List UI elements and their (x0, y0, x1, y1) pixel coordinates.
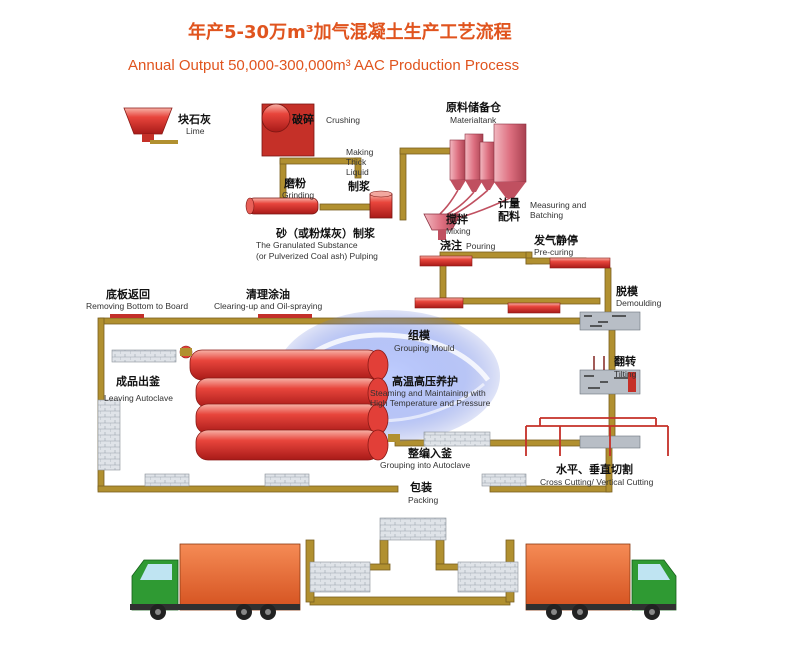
grouping-autoclave-label-cn: 整编入釜 (408, 447, 452, 460)
autoclave-1 (179, 345, 389, 381)
truck-left-icon (130, 543, 301, 620)
steaming-label-en-1: Steaming and Maintaining with (370, 388, 486, 398)
title-en: Annual Output 50,000-300,000m³ AAC Produ… (128, 57, 520, 74)
grinding-label-en: Grinding (282, 190, 315, 200)
mixing-label-en: Mixing (446, 226, 471, 236)
tilting-label-cn: 翻转 (614, 355, 636, 368)
thick-liquid-label-cn: 制浆 (348, 180, 370, 193)
pulping-label-cn: 砂（或粉煤灰）制浆 (276, 227, 375, 240)
demoulding-label-en: Demoulding (616, 298, 662, 308)
crusher-icon (261, 103, 315, 157)
pouring-label-cn: 浇注 (440, 239, 462, 252)
cutting-label-cn: 水平、垂直切割 (556, 463, 633, 476)
grinding-mill-icon (245, 197, 319, 215)
material-tanks-icon (439, 123, 527, 221)
grouping-autoclave-label-en: Grouping into Autoclave (380, 460, 471, 470)
thick-liquid-label-en: Making Thick Liquid (346, 147, 374, 177)
pre-curing-label-en: Pre-curing (534, 247, 574, 257)
packing-label-cn: 包装 (410, 481, 432, 494)
crushing-label-cn: 破碎 (292, 113, 314, 126)
autoclaves (179, 345, 400, 461)
lime-label-cn: 块石灰 (178, 113, 211, 126)
lime-label-en: Lime (186, 126, 205, 136)
mixing-label-cn: 搅拌 (446, 213, 468, 226)
grouping-mould-label-cn: 组模 (408, 329, 430, 342)
crushing-label-en: Crushing (326, 115, 361, 125)
leaving-autoclave-label-cn: 成品出釜 (116, 375, 160, 388)
packing-label-en: Packing (408, 495, 439, 505)
removing-board-label-en: Removing Bottom to Board (86, 301, 189, 311)
steaming-label-en-2: High Temperature and Pressure (370, 398, 491, 408)
truck-right-icon (525, 543, 677, 620)
title-cn: 年产5-30万m³加气混凝土生产工艺流程 (188, 22, 512, 43)
pouring-label-en: Pouring (466, 241, 496, 251)
mould-carts (110, 255, 611, 318)
autoclave-4 (195, 429, 389, 461)
lime-hopper-icon (123, 107, 178, 144)
cutting-machine-icon (525, 417, 669, 456)
mixer-icon (423, 213, 461, 240)
steaming-label-cn: 高温高压养护 (392, 375, 458, 388)
material-tank-label-en: Materialtank (450, 115, 497, 125)
measuring-label-cn: 计量配料 (498, 197, 520, 223)
measuring-label-en: Measuring and Batching (530, 200, 587, 221)
autoclave-3 (195, 403, 389, 435)
material-tank-label-cn: 原料储备仓 (446, 101, 501, 114)
tilting-label-en: Tilting (614, 369, 637, 379)
autoclave-2 (195, 377, 389, 409)
grinding-label-cn: 磨粉 (284, 177, 306, 190)
cutting-label-en: Cross Cutting/ Vertical Cutting (540, 477, 654, 487)
block-stacks (97, 311, 641, 593)
demoulding-label-cn: 脱模 (616, 285, 638, 298)
grouping-mould-label-en: Grouping Mould (394, 343, 455, 353)
pulping-label-en-2: (or Pulverized Coal ash) Pulping (256, 251, 378, 261)
removing-board-label-cn: 底板返回 (106, 288, 150, 301)
leaving-autoclave-label-en: Leaving Autoclave (104, 393, 173, 403)
oil-spraying-label-en: Clearing-up and Oil-spraying (214, 301, 323, 311)
pre-curing-label-cn: 发气静停 (534, 234, 578, 247)
pulping-label-en-1: The Granulated Substance (256, 240, 358, 250)
slurry-tank-icon (369, 190, 393, 219)
oil-spraying-label-cn: 清理涂油 (246, 288, 290, 301)
